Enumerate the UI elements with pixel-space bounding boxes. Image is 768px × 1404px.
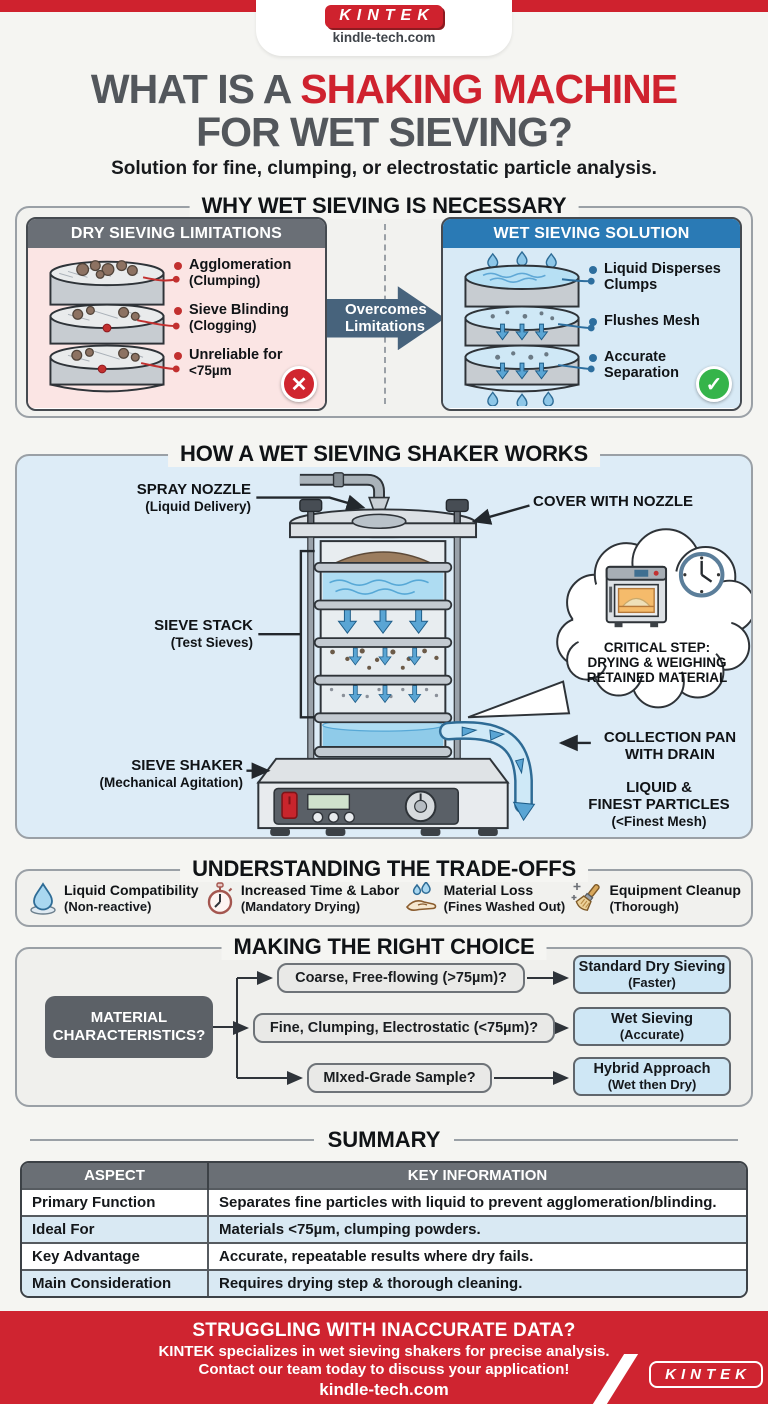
shaker-base <box>256 758 510 837</box>
tradeoff-item: Material Loss (Fines Washed Out) <box>405 881 565 915</box>
summary-header-info: KEY INFORMATION <box>207 1163 746 1190</box>
shaker-diagram: SPRAY NOZZLE (Liquid Delivery) COVER WIT… <box>17 456 751 837</box>
tradeoff-item: Liquid Compatibility (Non-reactive) <box>27 881 199 915</box>
wet-panel-labels: Liquid Disperses Clumps Flushes Mesh Acc… <box>589 261 735 382</box>
cover-label: COVER WITH NOZZLE <box>533 493 693 511</box>
condition-coarse: Coarse, Free-flowing (>75µm)? <box>277 963 525 994</box>
wet-panel-header: WET SIEVING SOLUTION <box>443 219 740 249</box>
condition-fine: Fine, Clumping, Electrostatic (<75µm)? <box>253 1013 555 1044</box>
title-part-gray: WHAT IS A <box>90 66 301 112</box>
title-part-red: SHAKING MACHINE <box>300 66 678 112</box>
dry-limitation-item: Unreliable for <75µm <box>174 347 320 379</box>
control-button[interactable] <box>343 811 356 824</box>
summary-table: ASPECT KEY INFORMATION Primary Function … <box>20 1161 748 1299</box>
drain-stream <box>438 721 536 822</box>
footer-cta: STRUGGLING WITH INACCURATE DATA? KINTEK … <box>0 1311 768 1404</box>
clock-icon <box>678 552 725 598</box>
decision-flowchart: MATERIAL CHARACTERISTICS? Coarse, Free-f… <box>25 951 743 1103</box>
result-hybrid: Hybrid Approach (Wet then Dry) <box>573 1057 731 1097</box>
result-dry-sieving: Standard Dry Sieving (Faster) <box>573 955 731 995</box>
dry-sieve-illustration <box>49 260 180 393</box>
water-drop-icon <box>30 882 56 915</box>
footer-kintek-logo: KINTEK <box>649 1361 763 1389</box>
fail-x-icon: ✕ <box>281 366 317 403</box>
control-button[interactable] <box>327 811 340 824</box>
section-tradeoffs: UNDERSTANDING THE TRADE-OFFS Liquid Comp… <box>15 856 753 928</box>
control-button[interactable] <box>312 811 324 824</box>
dry-panel-labels: Agglomeration (Clumping) Sieve Blinding … <box>174 257 320 379</box>
spray-nozzle-label: SPRAY NOZZLE (Liquid Delivery) <box>136 481 251 515</box>
wet-benefit-item: Liquid Disperses Clumps <box>589 261 735 294</box>
title-line2: FOR WET SIEVING? <box>196 108 573 155</box>
kintek-logo: KINTEK <box>325 5 443 28</box>
table-row: Primary Function Separates fine particle… <box>22 1188 746 1217</box>
material-characteristics-box: MATERIAL CHARACTERISTICS? <box>45 996 213 1059</box>
dry-limitation-item: Sieve Blinding (Clogging) <box>174 302 320 334</box>
sieve-stack-illustration <box>313 540 453 758</box>
shaker-cover <box>288 499 478 539</box>
dry-panel-body: Agglomeration (Clumping) Sieve Blinding … <box>28 248 325 409</box>
sieve-shaker-label: SIEVE SHAKER (Mechanical Agitation) <box>99 757 243 791</box>
section-how-title: HOW A WET SIEVING SHAKER WORKS <box>168 441 600 468</box>
footer-line2: Contact our team today to discuss your a… <box>198 1361 570 1379</box>
sieve-stack-label: SIEVE STACK (Test Sieves) <box>154 617 253 651</box>
page-header: KINTEK kindle-tech.com <box>0 0 768 58</box>
header-website[interactable]: kindle-tech.com <box>332 30 436 45</box>
summary-header-aspect: ASPECT <box>22 1163 208 1190</box>
hand-water-icon <box>405 881 436 912</box>
section-how-shaker-works: HOW A WET SIEVING SHAKER WORKS <box>15 441 753 840</box>
tradeoff-item: Equipment Cleanup (Thorough) <box>571 881 741 915</box>
collection-pan-label: COLLECTION PAN WITH DRAIN <box>603 729 737 764</box>
section-choice-title: MAKING THE RIGHT CHOICE <box>221 934 547 961</box>
critical-step-label: CRITICAL STEP: DRYING & WEIGHING RETAINE… <box>586 640 728 686</box>
section-why-title: WHY WET SIEVING IS NECESSARY <box>189 193 579 220</box>
table-row: Ideal For Materials <75µm, clumping powd… <box>22 1215 746 1244</box>
flowchart-connectors <box>213 971 569 1086</box>
liquid-particles-label: LIQUID & FINEST PARTICLES (<Finest Mesh) <box>588 779 730 829</box>
footer-headline: STRUGGLING WITH INACCURATE DATA? <box>192 1320 576 1342</box>
shaker-machine-illustration <box>246 472 751 837</box>
section-tradeoffs-title: UNDERSTANDING THE TRADE-OFFS <box>180 856 588 883</box>
tradeoff-item: Increased Time & Labor (Mandatory Drying… <box>204 881 399 915</box>
condition-mixed: MIxed-Grade Sample? <box>307 1063 492 1094</box>
wet-sieving-panel: WET SIEVING SOLUTION <box>441 217 742 412</box>
stopwatch-icon <box>207 882 233 915</box>
wet-sieve-illustration <box>464 251 595 407</box>
page-title: WHAT IS A SHAKING MACHINE FOR WET SIEVIN… <box>0 68 768 153</box>
wet-panel-body: Liquid Disperses Clumps Flushes Mesh Acc… <box>443 248 740 409</box>
footer-line1: KINTEK specializes in wet sieving shaker… <box>158 1343 610 1361</box>
logo-notch: KINTEK kindle-tech.com <box>256 0 512 56</box>
leader-lines <box>246 495 591 780</box>
result-wet-sieving: Wet Sieving (Accurate) <box>573 1007 731 1047</box>
dry-panel-header: DRY SIEVING LIMITATIONS <box>28 219 325 249</box>
section-making-choice: MAKING THE RIGHT CHOICE MATERIAL CHARACT… <box>15 934 753 1108</box>
success-check-icon: ✓ <box>696 366 732 403</box>
drying-oven-icon <box>605 566 668 628</box>
section-why-wet-sieving: WHY WET SIEVING IS NECESSARY DRY SIEVING… <box>15 193 753 419</box>
table-row: Key Advantage Accurate, repeatable resul… <box>22 1242 746 1271</box>
wet-benefit-item: Accurate Separation <box>589 349 735 382</box>
power-switch[interactable] <box>281 791 298 820</box>
page-subtitle: Solution for fine, clumping, or electros… <box>111 158 657 180</box>
section-summary-title: SUMMARY <box>30 1127 738 1153</box>
dry-limitation-item: Agglomeration (Clumping) <box>174 257 320 289</box>
cleaning-brush-icon <box>571 883 600 912</box>
table-row: Main Consideration Requires drying step … <box>22 1269 746 1297</box>
dry-sieving-panel: DRY SIEVING LIMITATIONS <box>26 217 327 412</box>
wet-benefit-item: Flushes Mesh <box>589 313 735 330</box>
lcd-display <box>307 794 351 811</box>
